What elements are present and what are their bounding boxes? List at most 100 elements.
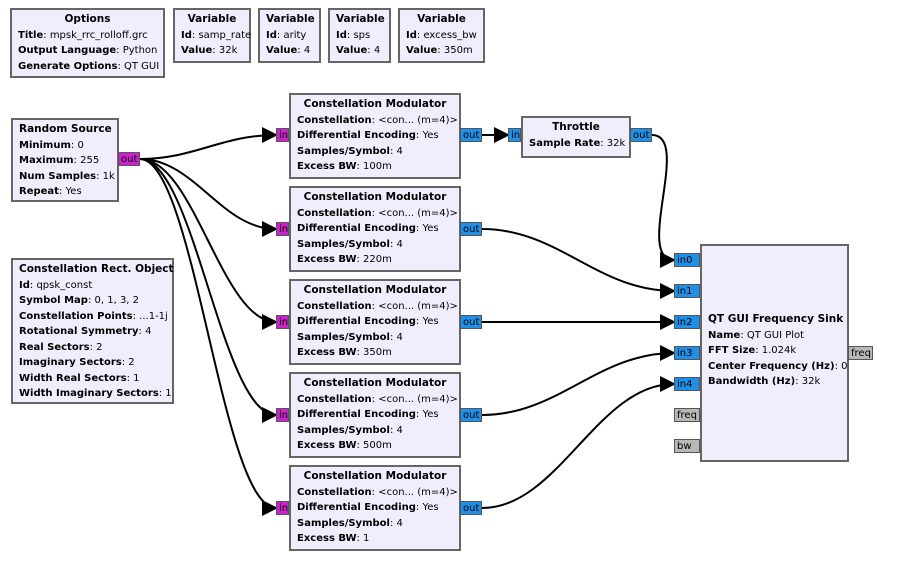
param-sep: :: [600, 137, 607, 149]
param-sep: :: [415, 316, 423, 327]
param-sep: :: [276, 29, 284, 41]
block-param: Output Language: Python: [18, 43, 157, 59]
port-throttle-in[interactable]: in: [508, 128, 521, 142]
param-key: Symbol Map: [19, 295, 88, 306]
block-param: Excess BW: 350m: [297, 345, 453, 361]
connection-wire[interactable]: [139, 158, 278, 330]
connection-wire[interactable]: [481, 345, 676, 416]
param-key: Constellation Points: [19, 310, 133, 322]
port-mod5-in[interactable]: in: [276, 501, 289, 515]
port-freq-sink-freq[interactable]: freq: [848, 346, 873, 360]
block-title: Constellation Modulator: [303, 377, 447, 389]
param-sep: :: [356, 533, 364, 544]
port-mod4-out[interactable]: out: [460, 408, 482, 422]
port-freq-sink-in4[interactable]: in4: [674, 377, 700, 391]
param-sep: :: [356, 440, 364, 451]
param-value: QT GUI: [124, 60, 160, 72]
param-value: 1: [363, 533, 370, 544]
port-freq-sink-in2[interactable]: in2: [674, 315, 700, 329]
param-sep: :: [415, 409, 423, 420]
param-value: 220m: [363, 254, 392, 265]
port-freq-sink-in3[interactable]: in3: [674, 346, 700, 360]
port-mod2-in[interactable]: in: [276, 222, 289, 236]
connection-wire[interactable]: [651, 134, 676, 268]
port-mod1-out[interactable]: out: [460, 128, 482, 142]
port-mod1-in[interactable]: in: [276, 128, 289, 142]
param-key: Differential Encoding: [297, 130, 416, 141]
param-sep: :: [795, 376, 802, 387]
port-random-source-out[interactable]: out: [118, 152, 140, 166]
port-mod2-out[interactable]: out: [460, 222, 482, 236]
param-value: 1: [165, 388, 172, 399]
port-freq-sink-in0[interactable]: in0: [674, 253, 700, 267]
block-title: Constellation Modulator: [303, 284, 447, 296]
param-value: 100m: [363, 161, 392, 172]
param-sep: :: [415, 130, 423, 141]
block-param: Title: mpsk_rrc_rolloff.grc: [18, 28, 157, 44]
param-value: 4: [303, 45, 311, 56]
port-throttle-out[interactable]: out: [630, 128, 652, 142]
param-key: Samples/Symbol: [297, 145, 390, 157]
param-key: Differential Encoding: [297, 223, 416, 234]
param-value: <con... (m=4)>: [378, 114, 458, 126]
param-value: 350m: [443, 45, 473, 56]
param-key: Constellation: [297, 207, 372, 219]
param-sep: :: [126, 372, 134, 384]
param-key: Imaginary Sectors: [19, 357, 122, 368]
param-value: 1.024k: [761, 345, 797, 356]
block-param: Id: qpsk_const: [19, 278, 166, 294]
param-key: Constellation: [297, 486, 372, 498]
connection-wire[interactable]: [139, 127, 278, 160]
param-key: Sample Rate: [529, 137, 601, 149]
connection-wire[interactable]: [481, 376, 676, 509]
param-sep: :: [356, 161, 364, 172]
block-title: Random Source: [19, 123, 112, 135]
port-freq-sink-bw[interactable]: bw: [674, 439, 700, 453]
port-freq-sink-in1[interactable]: in1: [674, 284, 700, 298]
param-key: Value: [181, 45, 213, 56]
block-param: Bandwidth (Hz): 32k: [708, 374, 841, 390]
port-mod5-out[interactable]: out: [460, 501, 482, 515]
port-mod4-in[interactable]: in: [276, 408, 289, 422]
port-freq-sink-freq[interactable]: freq: [674, 408, 700, 422]
param-key: Id: [266, 29, 277, 41]
param-key: Width Real Sectors: [19, 372, 127, 384]
param-sep: :: [389, 424, 397, 436]
block-title: Constellation Modulator: [303, 470, 447, 482]
param-value: excess_bw: [423, 29, 477, 41]
connection-wire[interactable]: [139, 158, 278, 237]
connection-wire[interactable]: [139, 158, 278, 516]
port-mod3-out[interactable]: out: [460, 315, 482, 329]
block-param: Differential Encoding: Yes: [297, 500, 453, 516]
param-value: <con... (m=4)>: [378, 207, 458, 219]
port-mod3-in[interactable]: in: [276, 315, 289, 329]
param-value: 0: [841, 360, 848, 372]
param-value: Yes: [422, 130, 439, 141]
param-value: 4: [145, 326, 152, 337]
block-param: Imaginary Sectors: 2: [19, 355, 166, 371]
param-sep: :: [87, 295, 95, 306]
connection-wire[interactable]: [481, 228, 676, 299]
block-param: Maximum: 255: [19, 153, 111, 169]
param-key: Value: [336, 45, 368, 56]
param-value: Yes: [422, 409, 439, 420]
connection-wire[interactable]: [139, 158, 278, 423]
block-title: Variable: [336, 13, 385, 25]
block-param: Minimum: 0: [19, 138, 111, 154]
param-sep: :: [371, 393, 379, 405]
param-sep: :: [70, 139, 78, 151]
